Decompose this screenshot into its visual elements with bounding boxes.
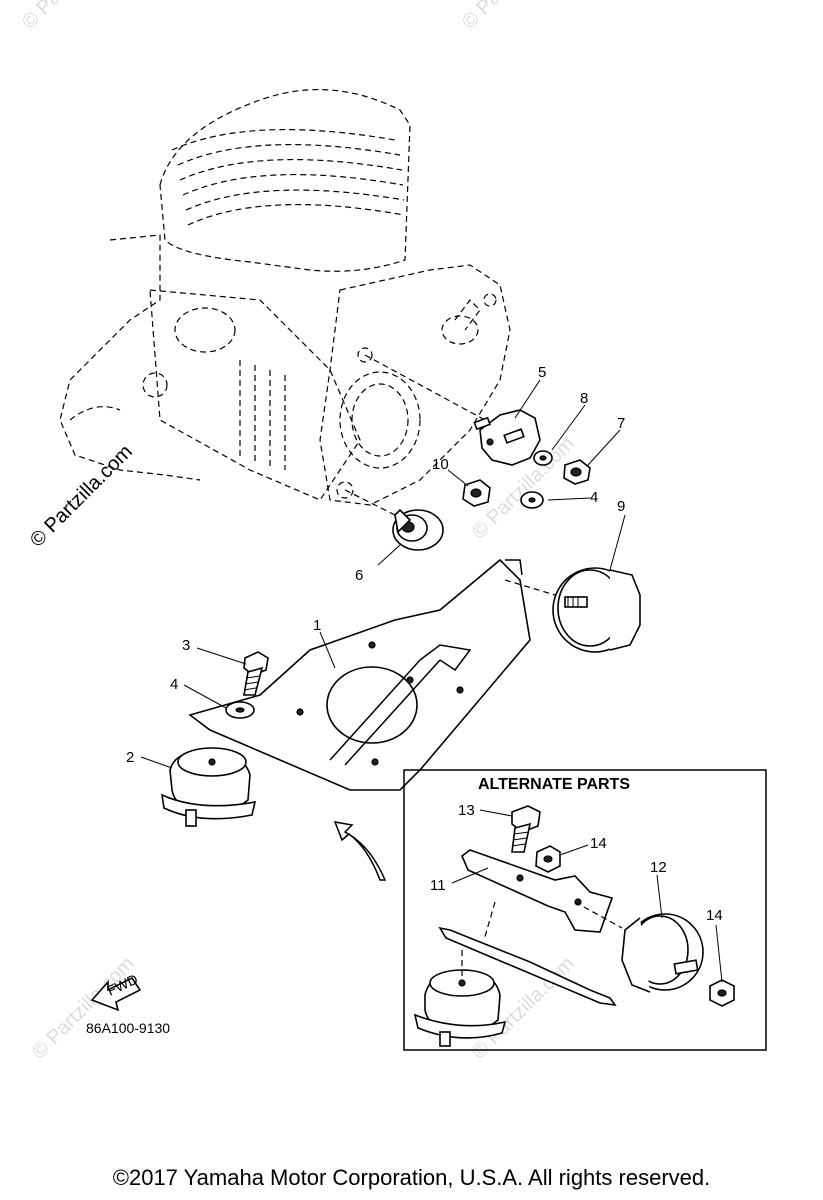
alternate-parts-title: ALTERNATE PARTS: [478, 776, 630, 793]
label-part-13: 13: [458, 802, 475, 819]
label-part-2: 2: [126, 749, 134, 766]
label-part-10: 10: [432, 456, 449, 473]
label-part-5: 5: [538, 364, 546, 381]
part-6-bushing: [392, 508, 444, 551]
alt-base-plate: [438, 926, 617, 1007]
part-1-bracket: [188, 558, 556, 791]
part-labels: 5 8 7 10 4 9 6 1 3 4 2 13 14 11 12 14: [126, 364, 723, 924]
part-5-mount-spacer: [473, 409, 541, 466]
label-part-1: 1: [313, 617, 321, 634]
leader-lines: [140, 379, 723, 983]
alternate-parts-box: ALTERNATE PARTS: [403, 769, 767, 1051]
alt-rubber-mount: [413, 950, 507, 1047]
part-2-rubber-mount: [160, 747, 257, 827]
label-part-12: 12: [650, 859, 667, 876]
faint-watermark-top-right: © Partzilla.com: [458, 0, 569, 34]
label-part-14-lower: 14: [706, 907, 723, 924]
label-part-9: 9: [617, 498, 625, 515]
direction-arrow: [333, 821, 387, 881]
part-7-nut: [563, 459, 591, 485]
diagram-code: 86A100-9130: [86, 1020, 170, 1036]
faint-watermark-bottom-left: © Partzilla.com: [28, 953, 139, 1064]
part-14-nut-upper: [535, 845, 561, 873]
label-part-3: 3: [182, 637, 190, 654]
part-14-nut-lower: [709, 979, 735, 1007]
part-12-engine-mount: [621, 913, 704, 993]
label-part-14-upper: 14: [590, 835, 607, 852]
engine-outline: [59, 89, 511, 516]
part-3-bolt: [243, 651, 269, 696]
copyright-notice: ©2017 Yamaha Motor Corporation, U.S.A. A…: [112, 1165, 711, 1190]
faint-watermark-top-left: © Partzilla.com: [18, 0, 129, 34]
part-9-engine-mount: [552, 567, 641, 653]
label-part-7: 7: [617, 415, 625, 432]
label-part-4-lower: 4: [170, 676, 178, 693]
part-13-bolt: [511, 805, 541, 853]
label-part-11: 11: [430, 877, 446, 894]
label-part-6: 6: [355, 567, 363, 584]
label-part-8: 8: [580, 390, 588, 407]
part-11-bracket: [461, 849, 623, 941]
label-part-4-upper: 4: [590, 489, 598, 506]
part-10-nut: [462, 479, 491, 507]
